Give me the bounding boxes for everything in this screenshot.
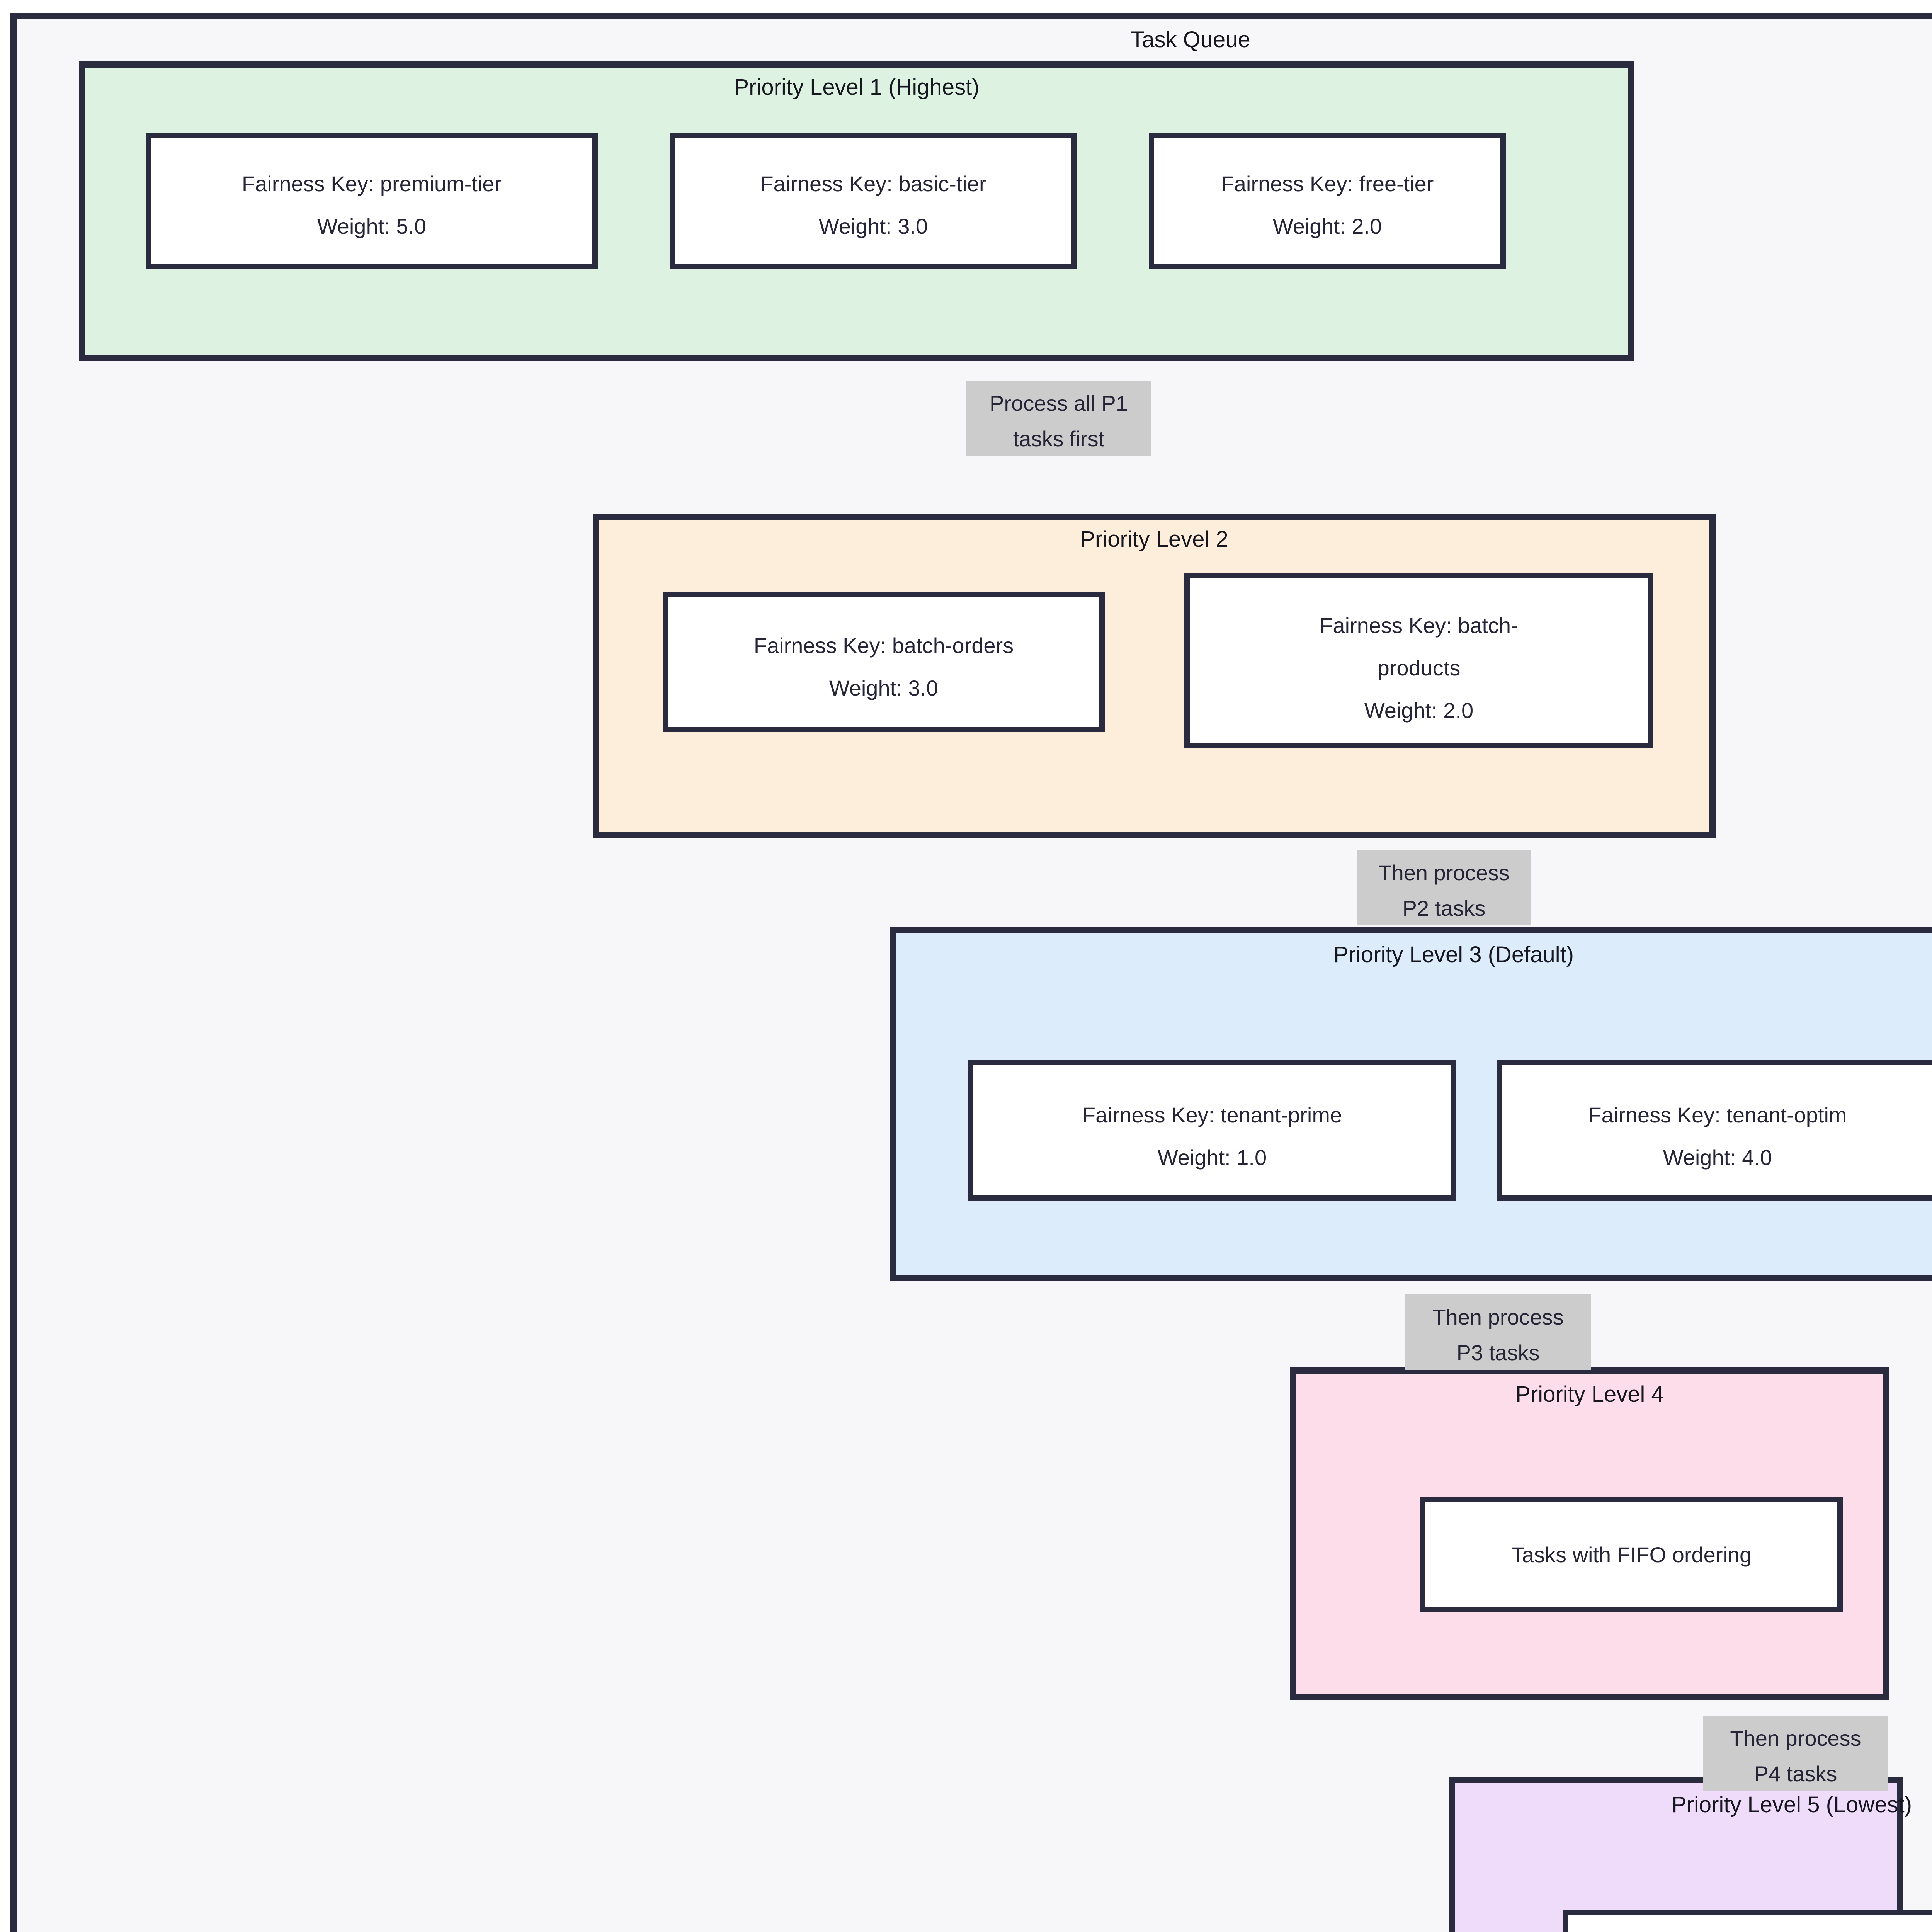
edge-label-then-process-p3: Then process P3 tasks — [1405, 1294, 1591, 1370]
node-key-label: Fairness Key: premium-tier — [242, 172, 502, 196]
node-weight-label: Weight: 2.0 — [1364, 698, 1473, 723]
node-label: Tasks with FIFO ordering — [1511, 1543, 1752, 1567]
node-key-label-line2: products — [1378, 656, 1461, 680]
node-weight-label: Weight: 3.0 — [819, 214, 928, 238]
edge-label-line1: Then process — [1378, 861, 1509, 885]
subgraph-priority-level-5: Priority Level 5 (Lowest) Tasks with FIF… — [1449, 1777, 1932, 1932]
subgraph-priority-level-1: Priority Level 1 (Highest) Fairness Key:… — [79, 61, 1634, 361]
edge-label-line2: tasks first — [1013, 427, 1105, 451]
edge-label-line1: Then process — [1432, 1305, 1563, 1329]
node-fairness-premium-tier: Fairness Key: premium-tier Weight: 5.0 — [146, 133, 598, 269]
edge-label-then-process-p2: Then process P2 tasks — [1357, 850, 1531, 925]
edge-label-then-process-p4: Then process P4 tasks — [1703, 1716, 1888, 1791]
node-key-label: Fairness Key: tenant-optim — [1588, 1103, 1847, 1127]
node-weight-label: Weight: 4.0 — [1663, 1145, 1772, 1170]
node-key-label: Fairness Key: batch-orders — [754, 633, 1014, 658]
node-key-label: Fairness Key: basic-tier — [760, 172, 986, 196]
subgraph-priority-level-3: Priority Level 3 (Default) Fairness Key:… — [890, 927, 1932, 1281]
subgraph-priority-level-4: Priority Level 4 Tasks with FIFO orderin… — [1290, 1367, 1889, 1700]
node-weight-label: Weight: 1.0 — [1158, 1145, 1267, 1170]
node-fairness-basic-tier: Fairness Key: basic-tier Weight: 3.0 — [670, 133, 1077, 269]
node-weight-label: Weight: 5.0 — [317, 214, 426, 238]
subgraph-priority-level-5-title: Priority Level 5 (Lowest) — [1672, 1792, 1912, 1817]
node-fairness-free-tier: Fairness Key: free-tier Weight: 2.0 — [1149, 133, 1506, 269]
node-fairness-batch-products: Fairness Key: batch- products Weight: 2.… — [1184, 573, 1653, 748]
subgraph-priority-level-2-title: Priority Level 2 — [1080, 527, 1228, 552]
edge-label-line2: P4 tasks — [1754, 1762, 1837, 1786]
node-p5-fifo-tasks: Tasks with FIFO ordering — [1563, 1910, 1932, 1932]
subgraph-priority-level-3-title: Priority Level 3 (Default) — [1333, 942, 1574, 967]
edge-label-line1: Then process — [1730, 1726, 1861, 1750]
node-key-label: Fairness Key: free-tier — [1221, 172, 1434, 196]
node-p4-fifo-tasks: Tasks with FIFO ordering — [1420, 1497, 1843, 1612]
subgraph-priority-level-2: Priority Level 2 Fairness Key: batch-ord… — [593, 514, 1716, 838]
edge-label-line2: P3 tasks — [1457, 1340, 1540, 1365]
container-task-queue-title: Task Queue — [1131, 27, 1250, 52]
subgraph-priority-level-1-title: Priority Level 1 (Highest) — [734, 75, 980, 100]
node-key-label: Fairness Key: batch- — [1320, 613, 1518, 638]
node-fairness-tenant-prime: Fairness Key: tenant-prime Weight: 1.0 — [968, 1060, 1456, 1201]
edge-label-process-all-p1: Process all P1 tasks first — [966, 381, 1151, 456]
node-key-label: Fairness Key: tenant-prime — [1082, 1103, 1342, 1127]
node-weight-label: Weight: 3.0 — [829, 676, 938, 700]
node-fairness-batch-orders: Fairness Key: batch-orders Weight: 3.0 — [663, 592, 1105, 732]
node-fairness-tenant-optim: Fairness Key: tenant-optim Weight: 4.0 — [1497, 1060, 1932, 1201]
edge-label-line1: Process all P1 — [990, 391, 1128, 415]
edge-label-line2: P2 tasks — [1403, 896, 1486, 920]
subgraph-priority-level-4-title: Priority Level 4 — [1515, 1382, 1664, 1407]
node-weight-label: Weight: 2.0 — [1273, 214, 1382, 238]
